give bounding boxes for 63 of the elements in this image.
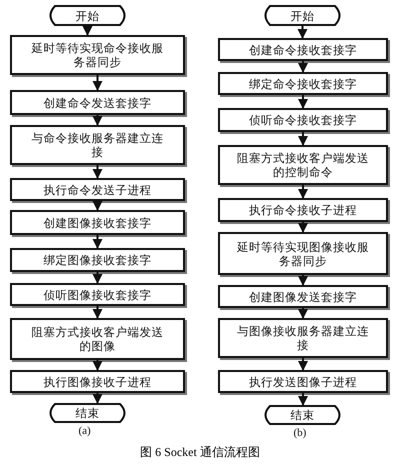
process-box [10, 90, 185, 115]
process-box [10, 318, 185, 360]
process-box [218, 108, 388, 132]
step-text: 创建图像接收套接字 [42, 216, 152, 230]
flow-arrow [92, 360, 102, 371]
process-box [10, 370, 185, 393]
flow-arrow [298, 61, 308, 73]
flow-arrow [298, 393, 308, 406]
process-box [218, 198, 388, 222]
step-text: 执行图像接收子进程 [42, 374, 152, 388]
process-box [10, 35, 185, 75]
step-text: 执行发送图像子进程 [248, 374, 358, 388]
flow-arrow [298, 26, 308, 39]
step-text: 执行命令发送子进程 [42, 182, 152, 196]
sub-figure-label: (a) [78, 425, 91, 437]
process-box [218, 285, 388, 308]
flow-arrow [92, 393, 102, 404]
step-text: 阻塞方式接收客户端发送的控制命令 [236, 151, 370, 179]
sub-figure-label: (b) [294, 427, 306, 439]
figure-caption: 图 6 Socket 通信流程图 [139, 444, 261, 461]
flow-arrow [298, 222, 308, 233]
step-text: 结束 [290, 408, 316, 422]
process-box [218, 318, 388, 358]
process-box [218, 232, 388, 275]
step-text: 绑定命令接收套接字 [248, 76, 358, 90]
step-text: 与命令接收服务器建立连接 [30, 131, 164, 159]
process-box [218, 72, 388, 95]
step-text: 创建命令发送套接字 [42, 96, 152, 110]
process-box [10, 210, 185, 235]
step-text: 延时等待实现命令接收服务器同步 [30, 41, 164, 69]
flow-arrow [298, 132, 308, 146]
flow-arrow [298, 95, 308, 109]
flow-arrow [92, 75, 102, 91]
process-box [218, 145, 388, 185]
process-box [10, 248, 185, 272]
flow-arrow [298, 185, 308, 199]
step-text: 阻塞方式接收客户端发送的图像 [30, 325, 164, 353]
flow-arrow [92, 115, 102, 126]
process-box [218, 38, 388, 61]
process-box [218, 370, 388, 393]
step-text: 创建命令接收套接字 [248, 42, 358, 56]
step-text: 绑定图像接收套接字 [42, 253, 152, 267]
step-text: 与图像接收服务器建立连接 [236, 324, 370, 352]
step-text: 结束 [74, 406, 100, 420]
step-text: 开始 [74, 8, 100, 22]
step-text: 延时等待实现图像接收服务器同步 [236, 240, 370, 268]
flow-arrow [92, 272, 102, 284]
process-box [10, 178, 185, 201]
flow-arrow [298, 275, 308, 286]
flow-arrow [92, 165, 102, 179]
step-text: 开始 [290, 8, 316, 22]
flow-arrow [92, 201, 102, 211]
step-text: 侦听命令接收套接字 [248, 113, 358, 127]
flow-arrow [298, 308, 308, 319]
process-box [10, 283, 185, 306]
flow-arrow [82, 26, 92, 36]
flow-arrow [298, 358, 308, 371]
step-text: 创建图像发送套接字 [248, 290, 358, 304]
step-text: 执行命令接收子进程 [248, 203, 358, 217]
flow-arrow [92, 235, 102, 249]
process-box [10, 125, 185, 165]
step-text: 侦听图像接收套接字 [42, 288, 152, 302]
flow-arrow [92, 306, 102, 319]
